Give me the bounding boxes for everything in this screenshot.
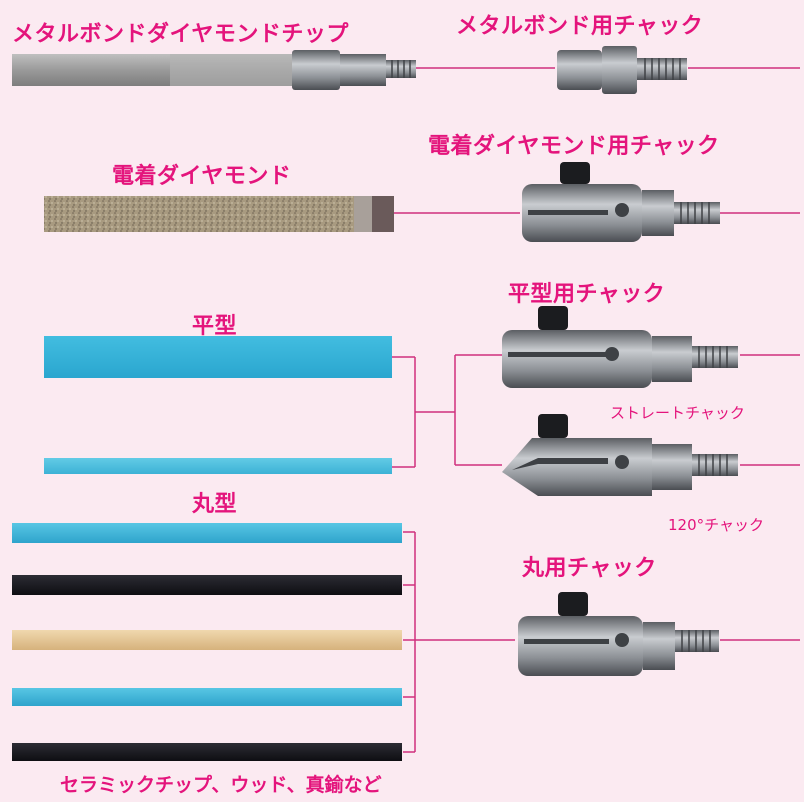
round-stone-cyan-2 <box>12 688 402 706</box>
angle-120-chuck <box>502 414 738 496</box>
label-round-type: 丸型 <box>192 492 238 517</box>
round-stone-wood <box>12 630 402 650</box>
label-materials: セラミックチップ、ウッド、真鍮など <box>60 774 382 796</box>
label-round-chuck: 丸用チャック <box>522 556 657 581</box>
flat-stone-wide <box>44 336 392 378</box>
label-electro-diamond: 電着ダイヤモンド <box>112 164 292 189</box>
flat-stone-thin <box>44 458 392 474</box>
round-stone-black-1 <box>12 575 402 595</box>
straight-chuck <box>502 306 738 388</box>
electro-diamond-stone <box>44 196 394 232</box>
electro-diamond-chuck <box>522 162 720 242</box>
round-stone-black-2 <box>12 743 402 761</box>
label-metal-bond-chuck: メタルボンド用チャック <box>456 14 704 39</box>
label-angle-chuck: 120°チャック <box>668 516 764 534</box>
round-chuck <box>518 592 719 676</box>
label-electro-chuck: 電着ダイヤモンド用チャック <box>428 134 720 159</box>
label-flat-chuck: 平型用チャック <box>508 282 666 307</box>
round-stone-cyan-1 <box>12 523 402 543</box>
label-flat-type: 平型 <box>192 314 238 339</box>
label-straight-chuck: ストレートチャック <box>610 404 745 422</box>
label-metal-bond-chip: メタルボンドダイヤモンドチップ <box>12 22 349 47</box>
metal-bond-chuck <box>557 46 687 94</box>
metal-bond-diamond-chip <box>12 50 416 90</box>
